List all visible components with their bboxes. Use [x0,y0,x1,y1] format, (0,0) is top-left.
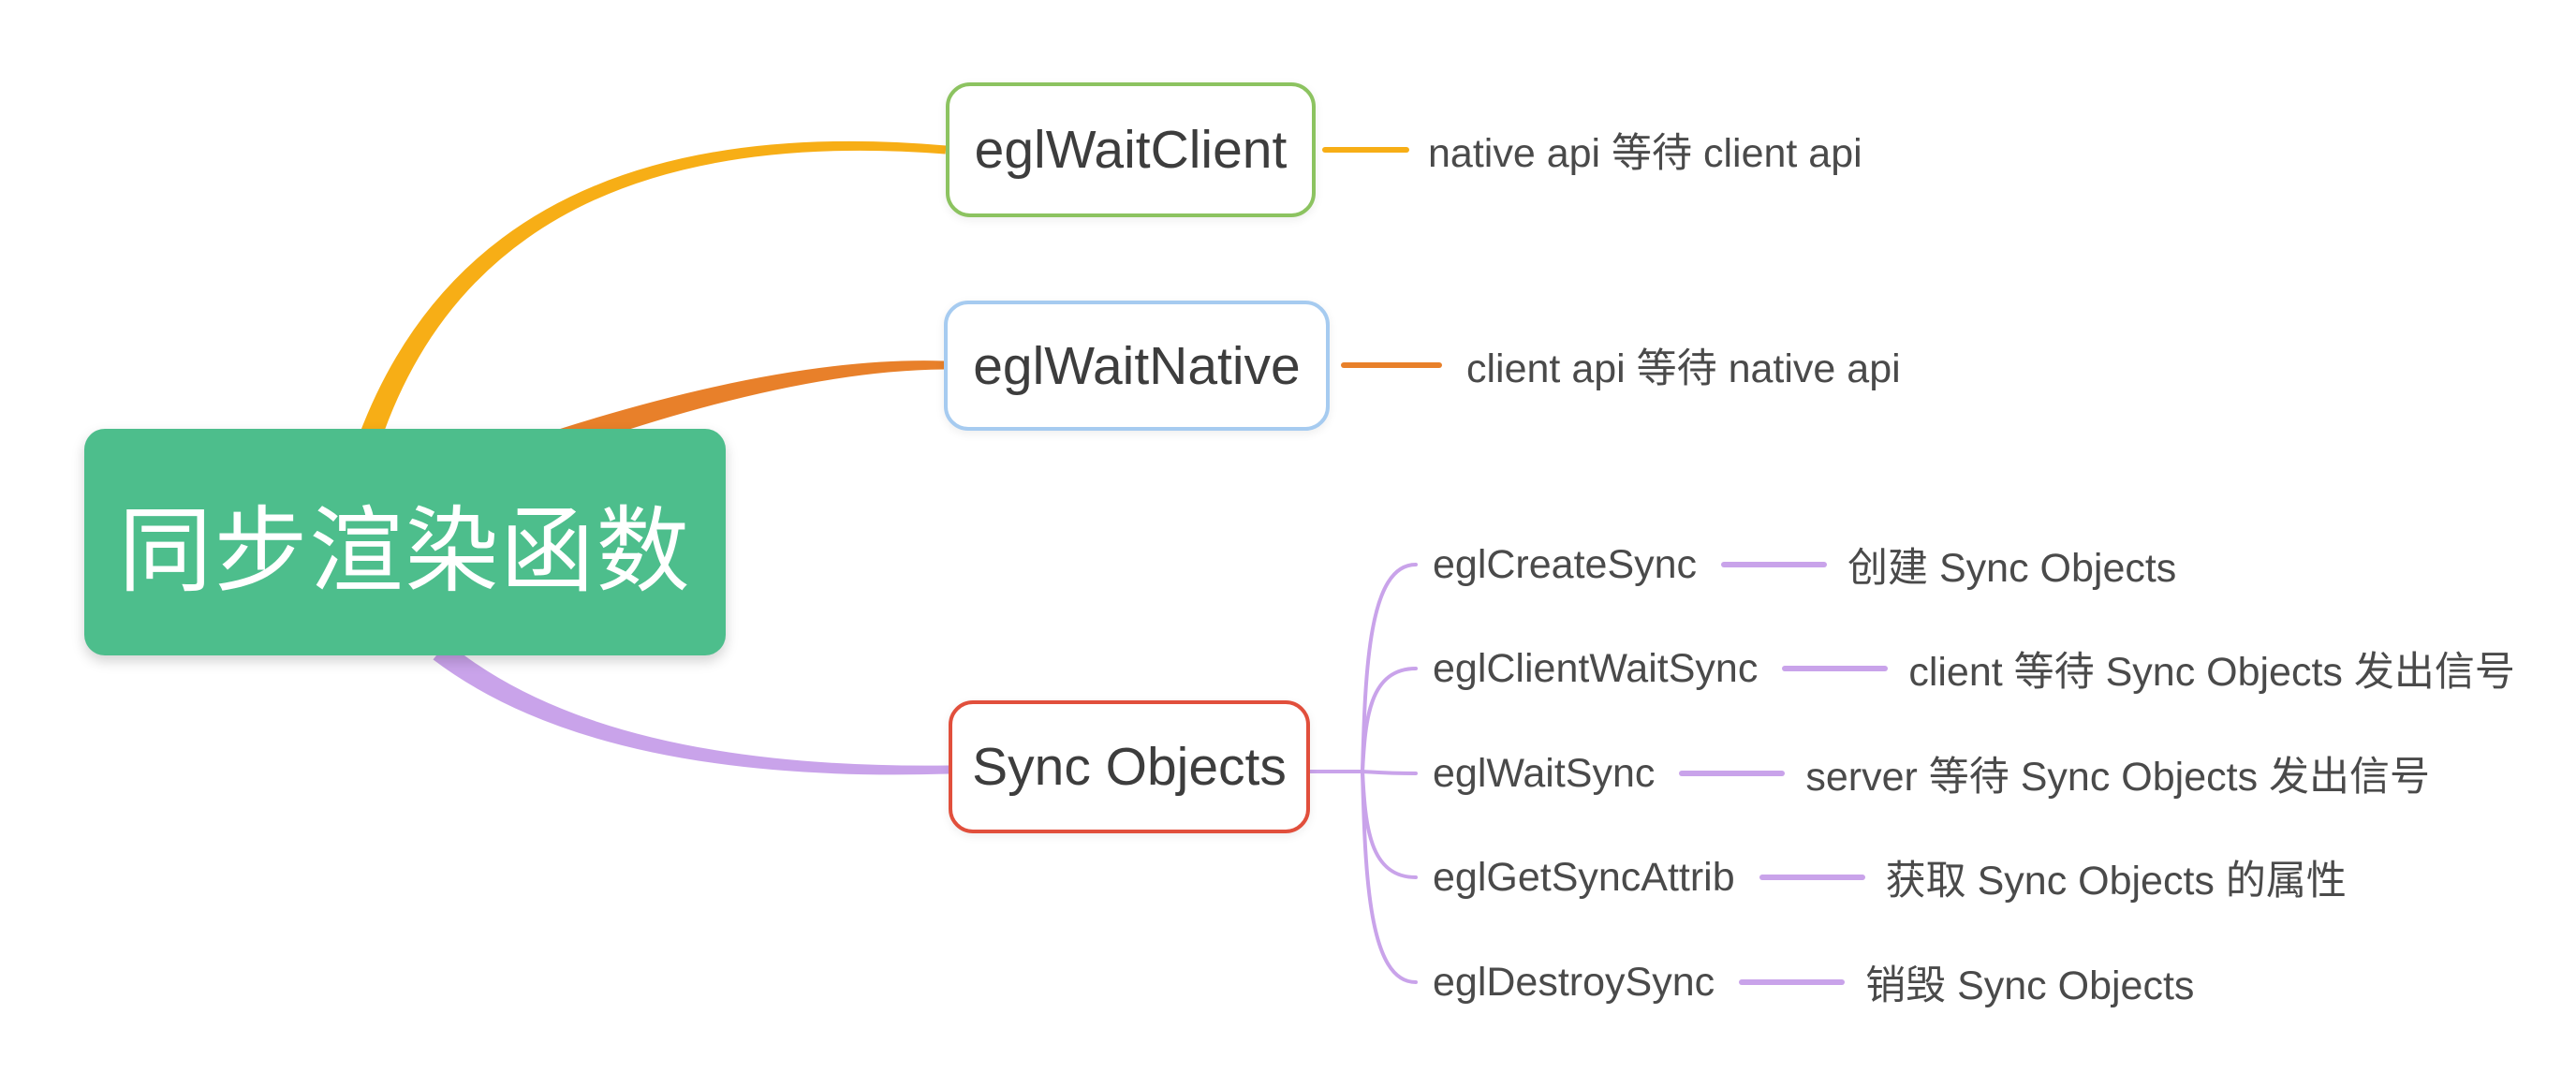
note-text: client api 等待 native api [1466,346,1901,391]
child-note: server 等待 Sync Objects 发出信号 [1805,755,2431,800]
child-label[interactable]: eglClientWaitSync [1433,645,1759,691]
branch-curve-sync-objects [433,641,949,775]
note-row-eglwaitnative: client api 等待 native api [1341,336,1901,394]
child-label[interactable]: eglDestroySync [1433,959,1715,1005]
fan-curve-eglclientwaitsync [1361,667,1418,773]
child-label[interactable]: eglWaitSync [1433,750,1656,796]
note-connector-line [1341,362,1442,368]
child-node-eglclientwaitsync[interactable]: eglClientWaitSync client 等待 Sync Objects… [1433,640,2515,698]
child-label[interactable]: eglCreateSync [1433,541,1698,587]
fan-curve-egldestroysync [1361,770,1418,984]
child-note-connector [1721,562,1828,567]
topic-node-eglwaitnative[interactable]: eglWaitNative [944,301,1330,431]
child-note: 销毁 Sync Objects [1865,963,2195,1008]
topic-node-eglwaitclient[interactable]: eglWaitClient [946,82,1316,217]
child-note-connector [1759,875,1865,880]
child-node-eglwaitsync[interactable]: eglWaitSync server 等待 Sync Objects 发出信号 [1433,744,2430,802]
child-note-connector [1782,666,1889,671]
topic-label: eglWaitNative [973,335,1301,396]
note-row-eglwaitclient: native api 等待 client api [1322,121,1862,179]
child-node-egldestroysync[interactable]: eglDestroySync 销毁 Sync Objects [1433,953,2194,1011]
child-note: 获取 Sync Objects 的属性 [1885,859,2347,904]
branch-curve-eglwaitclient [359,140,947,443]
child-note: client 等待 Sync Objects 发出信号 [1908,650,2515,695]
fan-curve-eglcreatesync [1361,563,1418,773]
note-connector-line [1322,147,1409,153]
topic-label: eglWaitClient [974,120,1288,180]
fan-curve-eglgetsyncattrib [1361,770,1418,879]
note-text: native api 等待 client api [1428,131,1862,176]
child-note: 创建 Sync Objects [1847,546,2177,591]
child-node-eglgetsyncattrib[interactable]: eglGetSyncAttrib 获取 Sync Objects 的属性 [1433,848,2347,906]
child-label[interactable]: eglGetSyncAttrib [1433,854,1735,900]
root-node-label: 同步渲染函数 [118,498,692,604]
fan-curve-eglwaitsync [1361,770,1418,775]
child-note-connector [1679,771,1786,776]
branch-curve-eglwaitnative [558,360,944,451]
root-node[interactable]: 同步渲染函数 [84,429,726,655]
topic-node-sync-objects[interactable]: Sync Objects [949,700,1310,833]
topic-label: Sync Objects [972,737,1287,797]
child-node-eglcreatesync[interactable]: eglCreateSync 创建 Sync Objects [1433,536,2176,594]
child-note-connector [1739,979,1846,985]
